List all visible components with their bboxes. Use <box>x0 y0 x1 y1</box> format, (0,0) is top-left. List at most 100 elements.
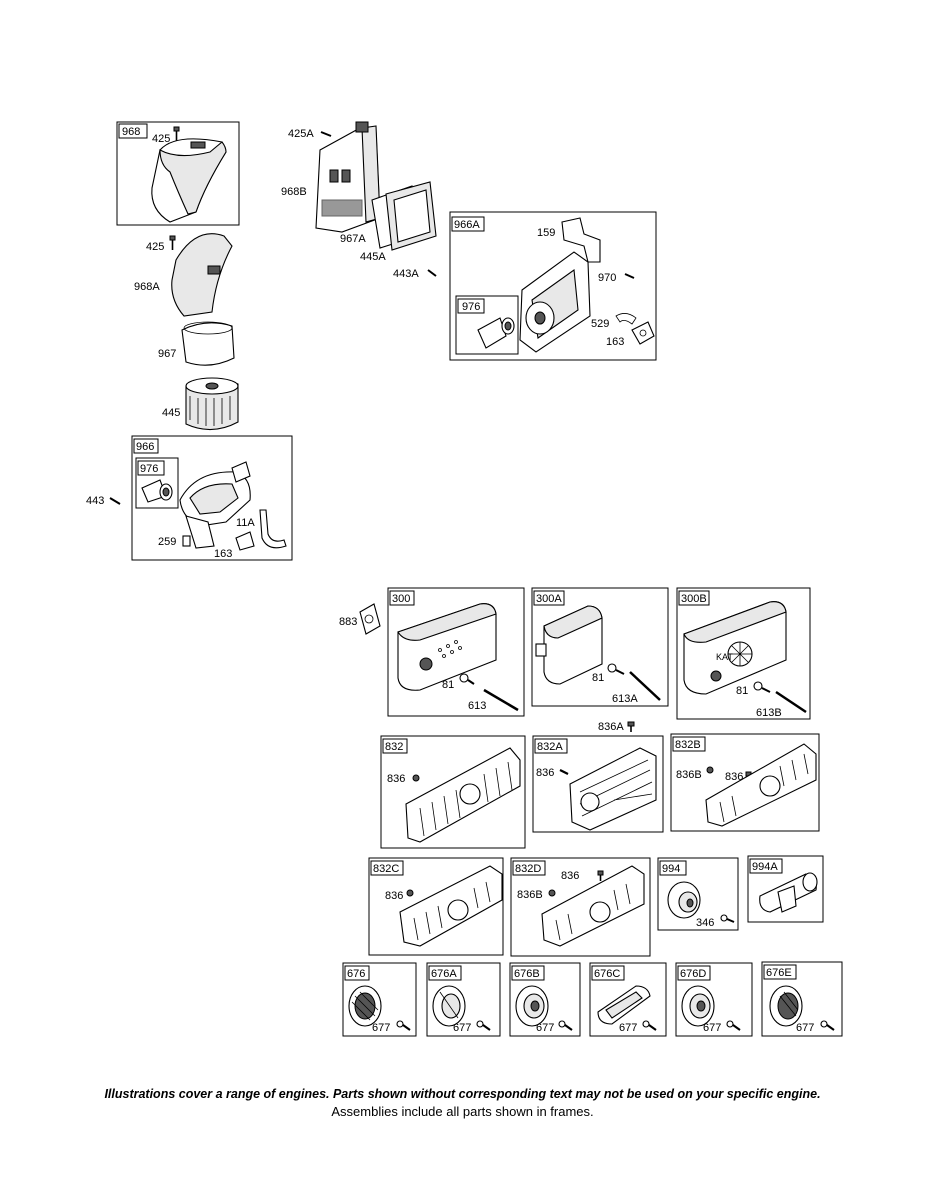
part-label-529: 529 <box>591 318 609 330</box>
part-label-613: 613 <box>468 700 486 712</box>
frame-label-968: 968 <box>122 126 140 138</box>
housing-group-968b: 425A 968B 967A 445A 443A <box>281 121 437 280</box>
part-label-81-b: 81 <box>592 672 604 684</box>
part-label-836-b: 836 <box>536 767 554 779</box>
carburetor-base-icon <box>519 251 591 353</box>
part-label-445a: 445A <box>360 251 386 263</box>
frame-label-994: 994 <box>662 863 680 875</box>
frame-label-676c: 676C <box>594 968 620 980</box>
part-label-836b-b: 836B <box>517 889 543 901</box>
screw-icon <box>820 1020 835 1031</box>
air-filter-flat-icon <box>385 181 437 251</box>
part-label-346: 346 <box>696 917 714 929</box>
part-label-967: 967 <box>158 348 176 360</box>
frame-label-966: 966 <box>136 441 154 453</box>
foam-filter-icon <box>181 321 235 366</box>
bolt-icon <box>753 681 771 693</box>
frame-label-832d: 832D <box>515 863 541 875</box>
part-label-677-e: 677 <box>703 1022 721 1034</box>
screw-icon <box>169 235 176 250</box>
gasket-icon <box>631 321 655 345</box>
loose-air-cleaner-parts: 425 968A 967 445 <box>134 233 239 431</box>
part-label-677-d: 677 <box>619 1022 637 1034</box>
assembly-966: 966 976 11A 259 163 443 <box>86 435 293 561</box>
bolt-icon <box>629 671 661 701</box>
part-label-443: 443 <box>86 495 104 507</box>
muffler-deflector-icon <box>348 985 382 1027</box>
part-label-443a: 443A <box>393 268 419 280</box>
part-label-259: 259 <box>158 536 176 548</box>
muffler-deflector-icon <box>515 985 549 1027</box>
part-label-677-f: 677 <box>796 1022 814 1034</box>
part-label-613b: 613B <box>756 707 782 719</box>
assembly-676a: 676A 677 <box>426 962 501 1037</box>
bolt-icon <box>483 688 519 712</box>
frame-label-832: 832 <box>385 741 403 753</box>
part-label-836a: 836A <box>598 721 624 733</box>
part-label-883: 883 <box>339 616 357 628</box>
frame-label-832a: 832A <box>537 741 563 753</box>
part-label-425: 425 <box>152 133 170 145</box>
muffler-deflector-icon <box>769 985 803 1027</box>
screw-icon <box>320 131 332 137</box>
clip-icon <box>615 313 637 325</box>
frame-label-676b: 676B <box>514 968 540 980</box>
assembly-832a: 832A 836 <box>532 735 664 833</box>
screw-icon <box>642 1020 657 1031</box>
screw-icon <box>726 1020 741 1031</box>
screw-icon <box>427 269 437 277</box>
screw-icon <box>412 774 420 782</box>
bolt-icon <box>775 690 807 714</box>
spark-arrester-icon <box>759 872 818 913</box>
part-label-425-b: 425 <box>146 241 164 253</box>
heat-shield-icon <box>541 865 645 947</box>
part-label-968a: 968A <box>134 281 160 293</box>
frame-label-300: 300 <box>392 593 410 605</box>
muffler-deflector-icon <box>432 985 466 1027</box>
assembly-994a: 994A <box>747 855 824 923</box>
assembly-966a: 966A 159 970 529 163 976 <box>449 211 657 361</box>
frame-label-676a: 676A <box>431 968 457 980</box>
part-label-836-c: 836 <box>725 771 743 783</box>
screw-icon <box>182 535 191 547</box>
assembly-300: 300 81 613 <box>387 587 525 717</box>
part-label-163-top: 163 <box>606 336 624 348</box>
muffler-icon <box>397 603 497 691</box>
disclaimer-note: Illustrations cover a range of engines. … <box>104 1087 821 1101</box>
part-label-970: 970 <box>598 272 616 284</box>
assembly-note: Assemblies include all parts shown in fr… <box>331 1104 594 1119</box>
part-label-967a: 967A <box>340 233 366 245</box>
frame-label-676e: 676E <box>766 967 792 979</box>
screw-icon <box>396 1020 411 1031</box>
part-label-968b: 968B <box>281 186 307 198</box>
frame-label-966a: 966A <box>454 219 480 231</box>
muffler-deflector-icon <box>597 985 651 1025</box>
breather-tube-icon <box>259 509 287 549</box>
frame-label-300a: 300A <box>536 593 562 605</box>
air-cleaner-cover-icon <box>151 138 227 223</box>
frame-label-676: 676 <box>347 968 365 980</box>
muffler-deflector-icon <box>681 985 715 1027</box>
part-label-836b: 836B <box>676 769 702 781</box>
bolt-icon <box>459 673 475 685</box>
kat-marking: KAT <box>716 652 733 662</box>
assembly-832d: 832D 836 836B <box>510 857 651 957</box>
part-label-613a: 613A <box>612 693 638 705</box>
muffler-icon <box>683 601 787 695</box>
frame-label-676d: 676D <box>680 968 706 980</box>
screw-icon <box>559 769 569 775</box>
oval-air-filter-icon <box>185 377 239 431</box>
screw-icon <box>548 889 556 897</box>
part-label-836: 836 <box>387 773 405 785</box>
part-label-81: 81 <box>442 679 454 691</box>
assembly-676d: 676D 677 <box>675 962 753 1037</box>
frame-label-976: 976 <box>462 301 480 313</box>
assembly-832: 832 836 <box>380 735 526 849</box>
gasket-icon <box>235 531 255 551</box>
screw-icon <box>173 126 180 141</box>
air-cleaner-base-oval-icon <box>179 461 251 549</box>
assembly-676c: 676C 677 <box>589 962 667 1037</box>
deflector-icon <box>667 881 701 919</box>
part-label-445: 445 <box>162 407 180 419</box>
